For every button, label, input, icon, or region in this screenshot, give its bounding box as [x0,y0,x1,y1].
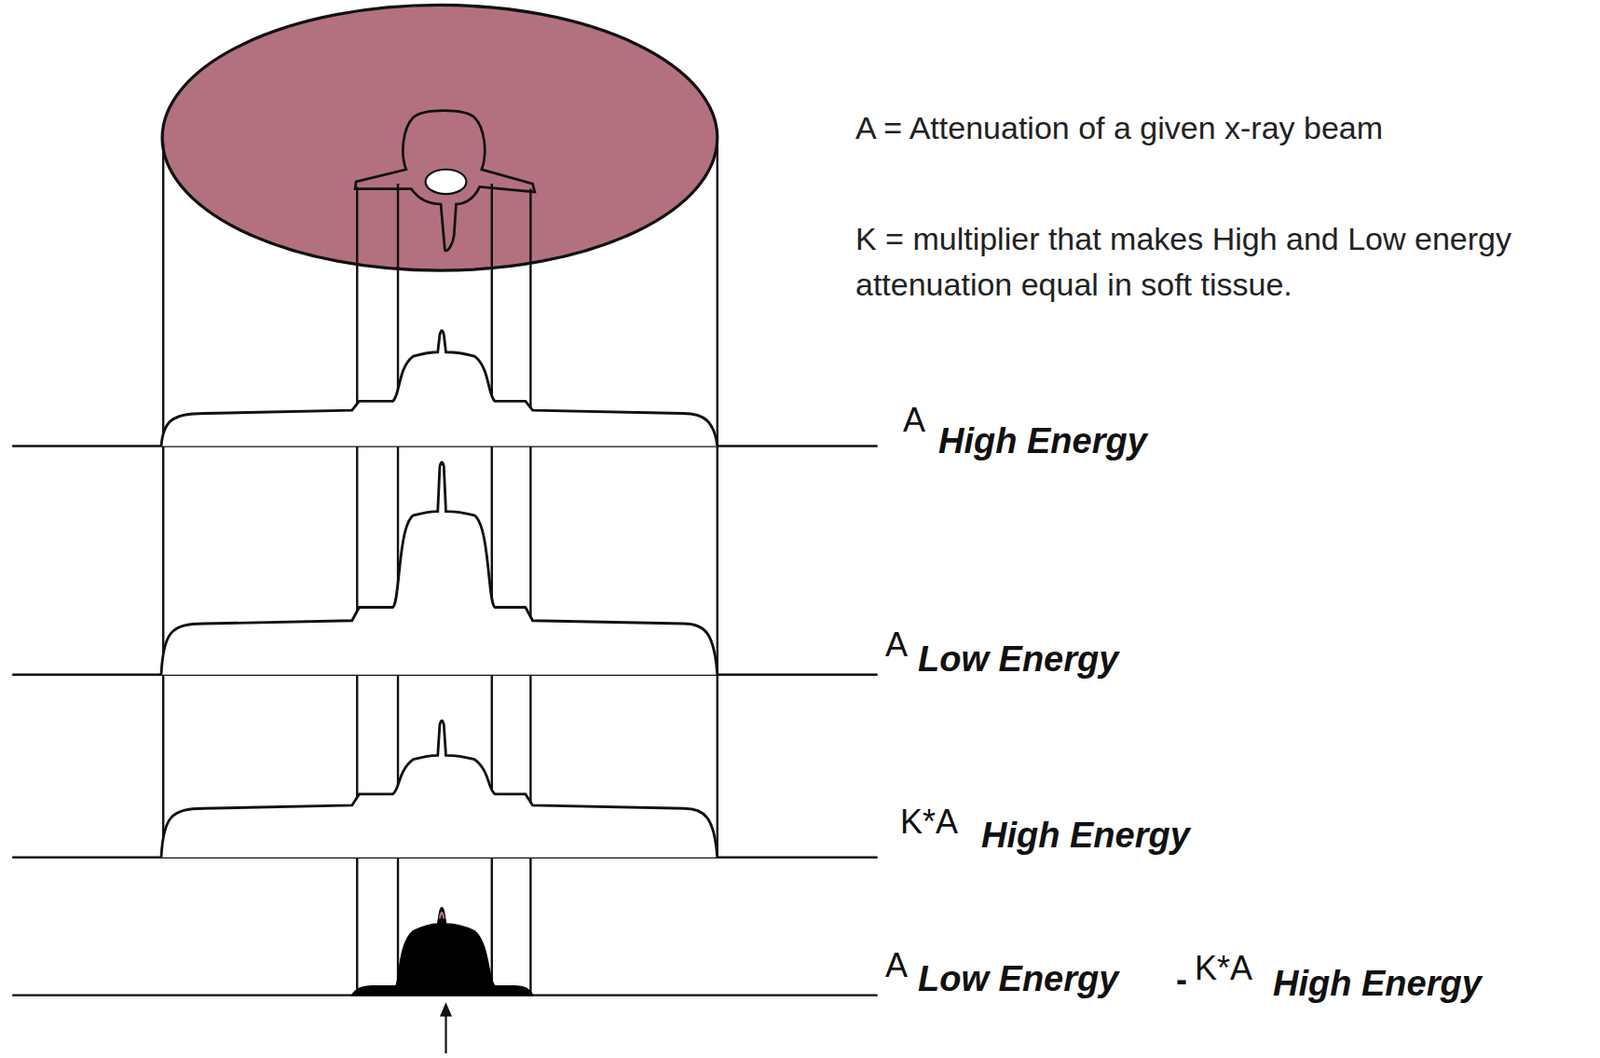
pointer-arrow [444,1010,447,1053]
axis-label: K*A [1194,948,1253,987]
arrow-head [439,1001,452,1016]
high-energy-profile [161,330,718,447]
axis-label-subscript: High Energy [1272,963,1482,1005]
low-energy-profile [161,462,718,675]
projection-line [355,186,358,995]
spinal-canal [425,169,467,194]
axis-label-subscript: High Energy [981,815,1190,857]
scaled-high-energy-profile [161,720,718,858]
axis-label: A [885,625,908,664]
projection-line [716,142,719,858]
axis-label-subscript: Low Energy [917,958,1119,1000]
illustration-group [12,4,878,1053]
axis-label: K*A [900,802,958,841]
legend-note: K = multiplier that makes High and Low e… [855,216,1583,309]
vertebra [355,110,535,251]
projection-line [529,189,532,996]
bone-difference-profile [352,906,534,995]
body-cross-section [162,4,718,271]
axis-label: A [885,945,908,985]
axis-label-subscript: Low Energy [917,639,1119,681]
axis-label: A [902,400,926,439]
legend-note: A = Attenuation of a given x-ray beam [855,109,1383,147]
minus-sign: - [1176,959,1188,999]
axis-label-subscript: High Energy [938,421,1148,463]
spike-tip [439,912,444,919]
projection-line [162,142,165,858]
